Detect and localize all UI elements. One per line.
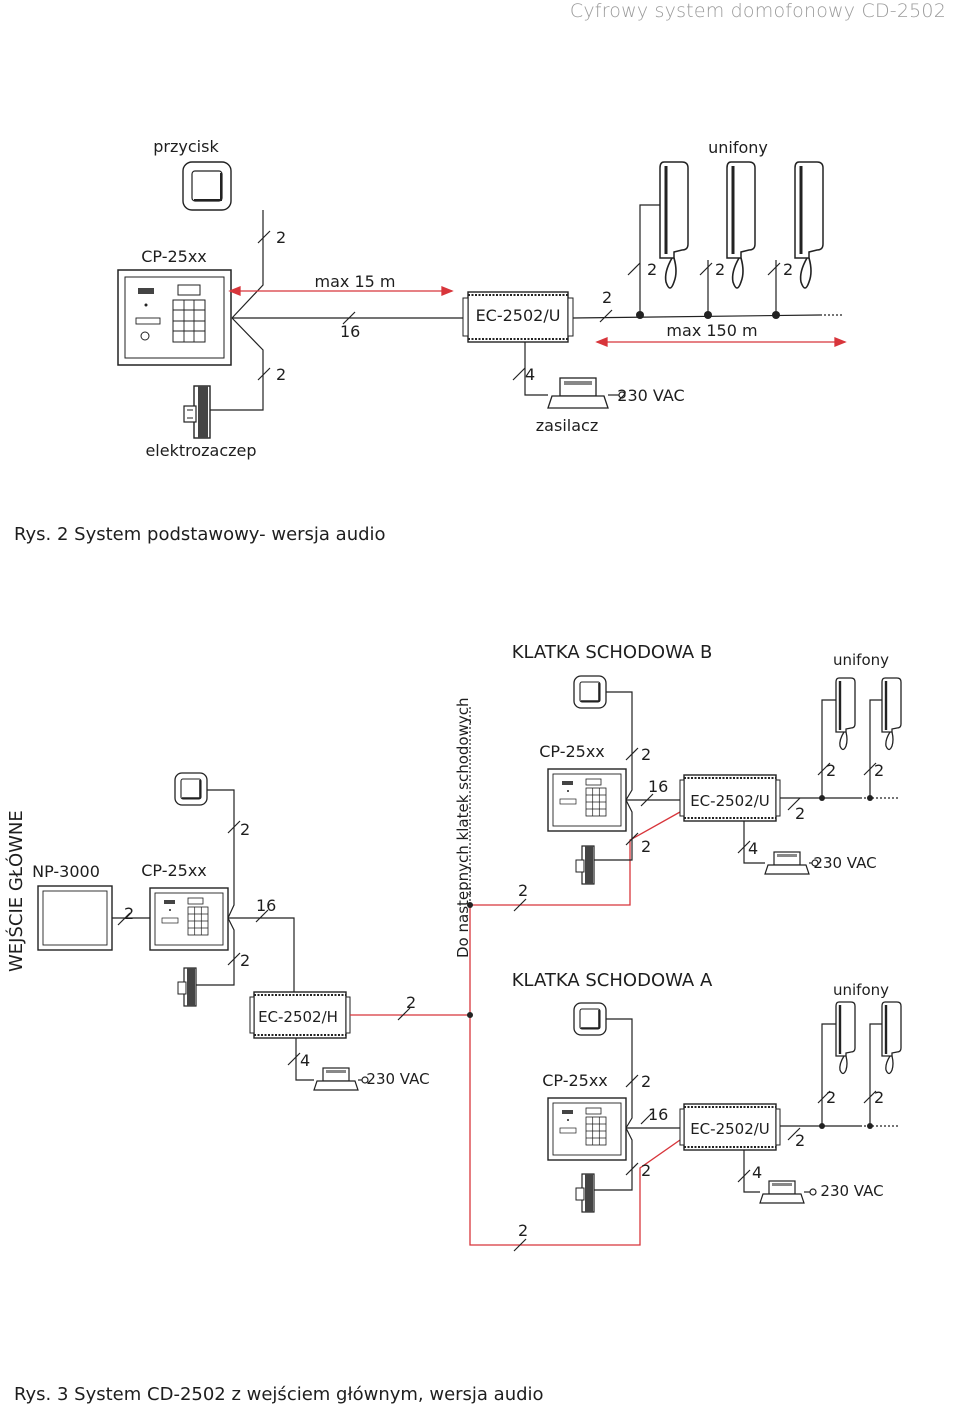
wire-count: 2 bbox=[124, 904, 134, 923]
label-distance2: max 150 m bbox=[666, 321, 757, 340]
fig3-caption: Rys. 3 System CD-2502 z wejściem głównym… bbox=[14, 1384, 544, 1405]
fig2-caption: Rys. 2 System podstawowy- wersja audio bbox=[14, 524, 386, 545]
wire-count: 2 bbox=[641, 837, 651, 856]
wire-count: 2 bbox=[518, 881, 528, 900]
button-icon bbox=[573, 1002, 607, 1036]
label-unit-b: EC-2502/U bbox=[690, 792, 770, 810]
power-supply-icon bbox=[313, 1067, 359, 1091]
label-button: przycisk bbox=[153, 137, 219, 156]
handset-icon bbox=[725, 160, 757, 290]
handset-icon bbox=[658, 160, 690, 290]
wire-count: 2 bbox=[826, 1088, 836, 1107]
label-unit-a: EC-2502/U bbox=[690, 1120, 770, 1138]
power-supply-icon bbox=[759, 1180, 805, 1204]
button-icon bbox=[182, 161, 232, 211]
power-supply-icon bbox=[764, 851, 810, 875]
label-handsets-a: unifony bbox=[833, 981, 889, 999]
wire-count: 2 bbox=[641, 1072, 651, 1091]
button-icon bbox=[174, 772, 208, 806]
wire-count: 4 bbox=[525, 365, 535, 384]
label-np: NP-3000 bbox=[32, 862, 100, 881]
lock-icon bbox=[183, 385, 211, 439]
wire-count: 16 bbox=[648, 777, 668, 796]
label-distance1: max 15 m bbox=[315, 272, 396, 291]
wire-count: 2 bbox=[826, 761, 836, 780]
label-panel-b: CP-25xx bbox=[539, 742, 605, 761]
page-header: Cyfrowy system domofonowy CD-2502 bbox=[569, 0, 946, 22]
handset-icon bbox=[880, 1000, 903, 1075]
fig3-diagram: WEJŚCIE GŁÓWNE NP-3000 CP-25xx EC-2502/H… bbox=[5, 642, 903, 1252]
door-panel-icon bbox=[149, 887, 229, 951]
door-panel-icon bbox=[547, 1097, 627, 1161]
lock-icon bbox=[575, 845, 595, 885]
label-stair-b: KLATKA SCHODOWA B bbox=[512, 642, 713, 663]
lock-icon bbox=[177, 967, 197, 1007]
wire-count: 2 bbox=[518, 1221, 528, 1240]
label-panel-main: CP-25xx bbox=[141, 861, 207, 880]
label-mains-b: 230 VAC bbox=[813, 854, 876, 872]
label-panel: CP-25xx bbox=[141, 247, 207, 266]
wire-count: 4 bbox=[300, 1051, 310, 1070]
label-main-entrance: WEJŚCIE GŁÓWNE bbox=[5, 810, 27, 972]
wire-count: 2 bbox=[874, 761, 884, 780]
wire-count: 16 bbox=[340, 322, 360, 341]
label-mains: 230 VAC bbox=[617, 386, 684, 405]
button-icon bbox=[573, 675, 607, 709]
wire-count: 16 bbox=[648, 1105, 668, 1124]
label-next-stairs: Do następnych klatek schodowych bbox=[454, 697, 472, 958]
np-panel-icon bbox=[37, 885, 113, 951]
wire-count: 4 bbox=[752, 1163, 762, 1182]
wire-count: 2 bbox=[783, 260, 793, 279]
label-mains-main: 230 VAC bbox=[366, 1070, 429, 1088]
label-stair-a: KLATKA SCHODOWA A bbox=[512, 970, 713, 991]
label-mains-a: 230 VAC bbox=[820, 1182, 883, 1200]
handset-icon bbox=[834, 676, 857, 751]
label-handsets-b: unifony bbox=[833, 651, 889, 669]
door-panel-icon bbox=[547, 768, 627, 832]
wire-count: 2 bbox=[641, 1161, 651, 1180]
wire-count: 2 bbox=[715, 260, 725, 279]
label-lock: elektrozaczep bbox=[145, 441, 256, 460]
power-supply-icon bbox=[547, 377, 609, 409]
handset-icon bbox=[793, 160, 825, 290]
wire-count: 2 bbox=[406, 993, 416, 1012]
wire-count: 2 bbox=[647, 260, 657, 279]
wire-count: 2 bbox=[276, 228, 286, 247]
fig2-diagram: przycisk unifony CP-25xx max 15 m max 15… bbox=[117, 137, 847, 460]
label-handsets: unifony bbox=[708, 138, 768, 157]
label-panel-a: CP-25xx bbox=[542, 1071, 608, 1090]
wire-count: 16 bbox=[256, 896, 276, 915]
wire-count: 2 bbox=[240, 820, 250, 839]
wire-count: 4 bbox=[748, 839, 758, 858]
door-panel-icon bbox=[117, 269, 232, 366]
handset-icon bbox=[880, 676, 903, 751]
wire-count: 2 bbox=[276, 365, 286, 384]
wire-count: 2 bbox=[795, 804, 805, 823]
label-unit: EC-2502/U bbox=[476, 306, 561, 325]
wire-count: 2 bbox=[795, 1131, 805, 1150]
wire-count: 2 bbox=[240, 951, 250, 970]
wire-count: 2 bbox=[874, 1088, 884, 1107]
label-psu: zasilacz bbox=[536, 416, 598, 435]
wire-count: 2 bbox=[602, 288, 612, 307]
handset-icon bbox=[834, 1000, 857, 1075]
wire-count: 2 bbox=[641, 745, 651, 764]
label-unit-h: EC-2502/H bbox=[258, 1008, 338, 1026]
lock-icon bbox=[575, 1173, 595, 1213]
